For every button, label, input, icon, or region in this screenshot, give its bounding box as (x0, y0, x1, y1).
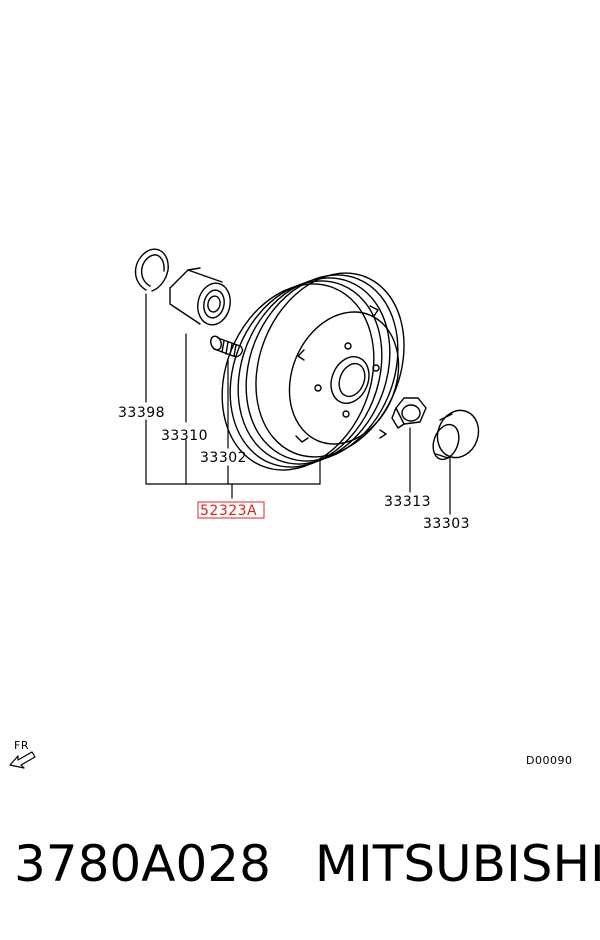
highlight-box (197, 501, 265, 519)
part-number: 3780A028 (14, 835, 271, 893)
part-label-33302[interactable]: 33302 (200, 450, 247, 466)
hub-cap-drawing (432, 409, 480, 461)
lock-nut-drawing (391, 397, 427, 429)
part-label-52323a[interactable]: 52323A (200, 503, 257, 519)
hub-bolt-drawing (210, 335, 244, 358)
part-label-33313[interactable]: 33313 (384, 494, 431, 510)
brand-name: MITSUBISHI (314, 835, 600, 893)
figure-code: D00090 (526, 754, 572, 767)
wheel-bearing-drawing (169, 267, 231, 326)
front-direction-arrow-icon (9, 751, 36, 769)
part-label-33398[interactable]: 33398 (118, 405, 165, 421)
part-label-33303[interactable]: 33303 (423, 516, 470, 532)
part-label-33310[interactable]: 33310 (161, 428, 208, 444)
leader-lines (145, 293, 451, 515)
brake-drum-drawing (221, 272, 405, 471)
direction-label: FR (14, 739, 29, 752)
snap-ring-drawing (134, 248, 169, 292)
caption: 3780A028 MITSUBISHI (14, 834, 600, 894)
